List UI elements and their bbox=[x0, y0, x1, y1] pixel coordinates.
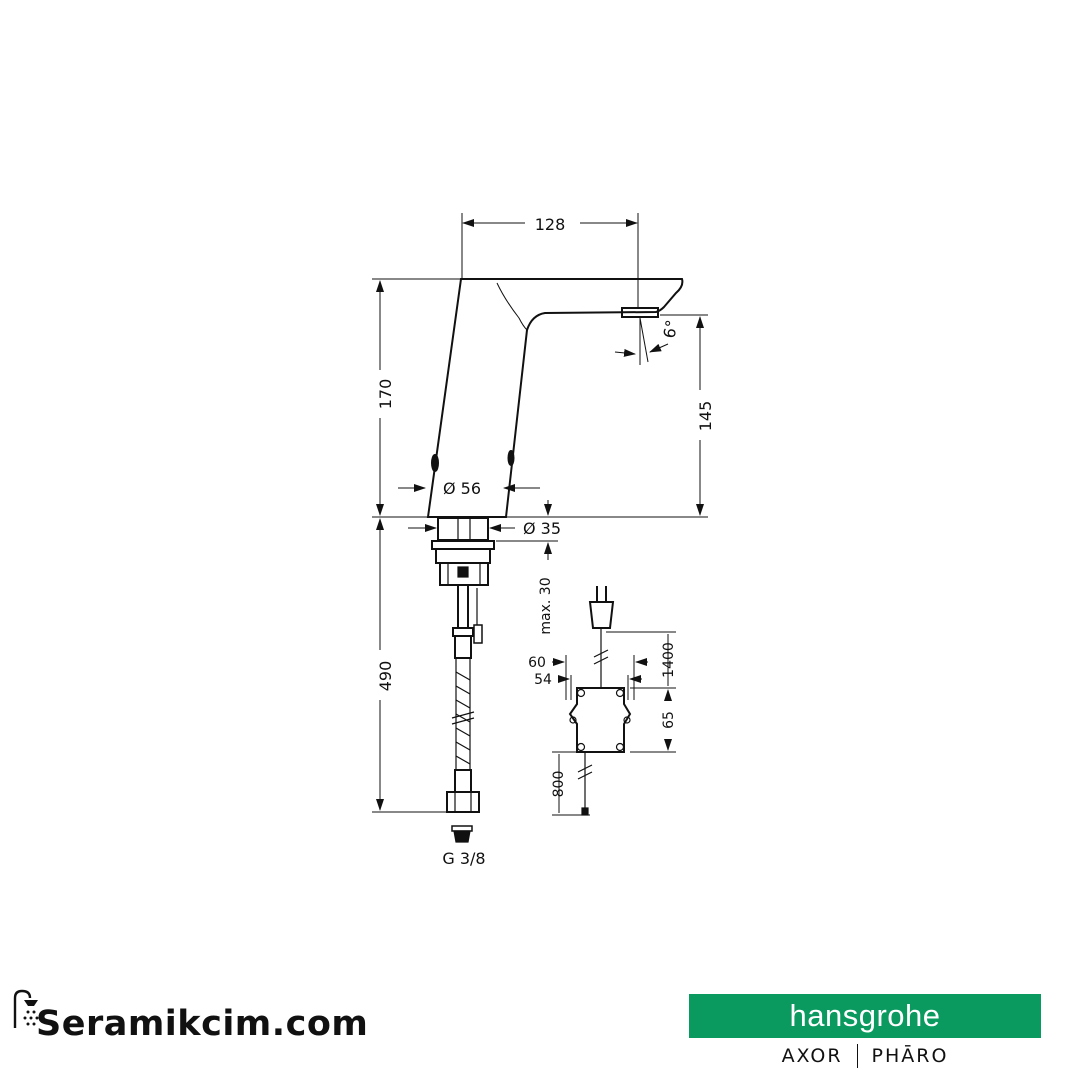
brand-box: hansgrohe bbox=[689, 994, 1041, 1038]
brand-sublines: AXOR PHĀRO bbox=[689, 1042, 1041, 1070]
brand-line-right: PHĀRO bbox=[871, 1045, 949, 1067]
dim-body-diameter: Ø 56 bbox=[443, 479, 481, 498]
dim-spout-angle: 6° bbox=[660, 318, 682, 339]
brand-name: hansgrohe bbox=[789, 998, 941, 1033]
shop-name: Seramikcim.com bbox=[36, 1004, 369, 1044]
brand-line-left: AXOR bbox=[781, 1045, 843, 1067]
control-box bbox=[568, 586, 632, 816]
brand-logo: hansgrohe AXOR PHĀRO bbox=[689, 994, 1041, 1074]
dim-shank-diameter: Ø 35 bbox=[523, 519, 561, 538]
dim-cable-lower: 800 bbox=[551, 771, 567, 798]
dimension-lines bbox=[372, 213, 708, 816]
dim-connection-thread: G 3/8 bbox=[442, 849, 485, 868]
shower-head-icon bbox=[13, 989, 39, 1028]
supply-hose bbox=[446, 585, 483, 843]
dim-box-width-outer: 60 bbox=[528, 655, 546, 671]
dim-hose-length: 490 bbox=[376, 661, 395, 692]
dim-box-height: 65 bbox=[661, 711, 677, 729]
dim-height-outlet: 145 bbox=[696, 401, 715, 432]
mounting-shank bbox=[431, 517, 495, 586]
dim-height-total: 170 bbox=[376, 379, 395, 410]
dim-spout-reach: 128 bbox=[535, 215, 566, 234]
dim-box-width-inner: 54 bbox=[534, 672, 552, 688]
dim-max-thickness: max. 30 bbox=[538, 577, 554, 634]
dim-cable-upper: 1400 bbox=[661, 642, 677, 678]
shop-logo: Seramikcim.com bbox=[12, 988, 392, 1068]
brand-separator bbox=[856, 1044, 858, 1068]
